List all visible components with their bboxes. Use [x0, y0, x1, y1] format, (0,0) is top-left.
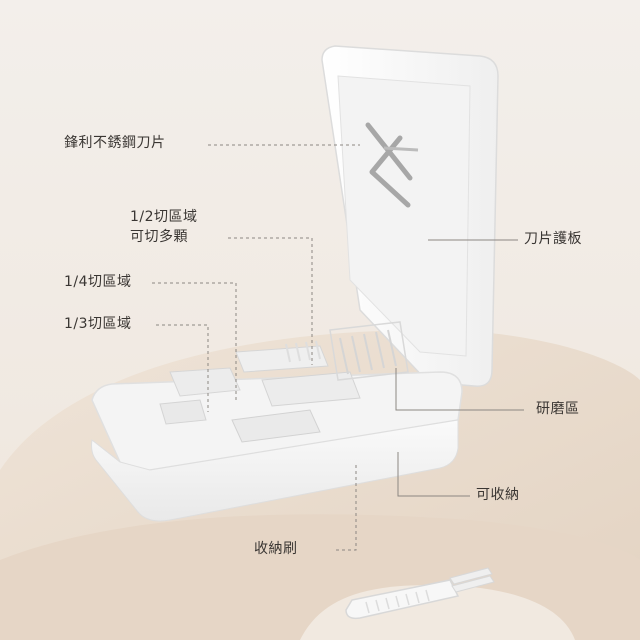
leader-quarter-zone	[152, 282, 237, 400]
leader-half-zone	[228, 237, 313, 365]
label-blade-guard: 刀片護板	[524, 231, 582, 247]
lid	[321, 45, 499, 387]
leader-lines	[152, 144, 524, 551]
leader-third-zone	[156, 324, 209, 412]
label-storage: 可收納	[476, 487, 520, 503]
label-brush-storage: 收納刷	[254, 541, 298, 557]
base	[91, 321, 463, 522]
label-third-zone: 1/3切區域	[64, 316, 132, 332]
blade	[365, 122, 413, 208]
label-grinder: 研磨區	[536, 401, 580, 417]
leader-brush-storage	[336, 462, 357, 551]
cleaning-brush	[345, 567, 495, 620]
label-half-zone-line1: 1/2切區域	[130, 209, 198, 225]
label-blade: 鋒利不銹鋼刀片	[64, 135, 166, 151]
leader-storage	[397, 452, 470, 497]
label-half-zone-line2: 可切多顆	[130, 229, 188, 245]
leader-grinder	[395, 368, 524, 411]
label-quarter-zone: 1/4切區域	[64, 274, 132, 290]
